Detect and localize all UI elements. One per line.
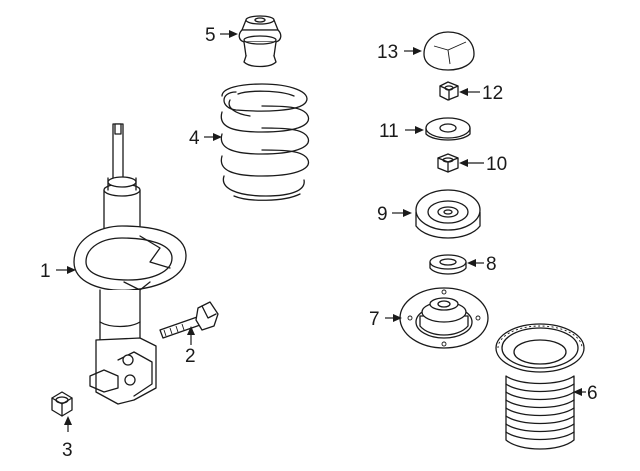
callout-arrows [56,30,586,432]
callout-11: 11 [379,121,399,142]
coil-spring-part [220,83,310,201]
nut-part-3 [51,391,73,417]
callout-12: 12 [482,83,503,104]
dust-boot-part [495,323,585,450]
bolt-part [159,301,219,339]
callout-2: 2 [185,346,196,367]
bump-stop-part [238,15,282,68]
callout-6: 6 [587,383,598,404]
spacer-part [429,254,467,275]
strut-part [73,123,187,405]
callout-8: 8 [486,254,497,275]
upper-mount-part [415,189,481,239]
callout-9: 9 [377,204,388,225]
nut-part-10 [437,153,459,173]
callout-10: 10 [486,154,507,175]
callout-labels: 1 2 3 4 5 6 7 8 9 10 11 12 13 [40,25,598,461]
cap-part [423,31,475,71]
washer-part [425,117,471,141]
callout-4: 4 [189,128,200,149]
callout-1: 1 [40,261,51,282]
callout-13: 13 [377,42,398,63]
callout-5: 5 [205,25,216,46]
callout-7: 7 [369,309,380,330]
callout-3: 3 [62,440,73,461]
nut-part-12 [439,81,459,101]
mount-plate-part [399,287,489,349]
